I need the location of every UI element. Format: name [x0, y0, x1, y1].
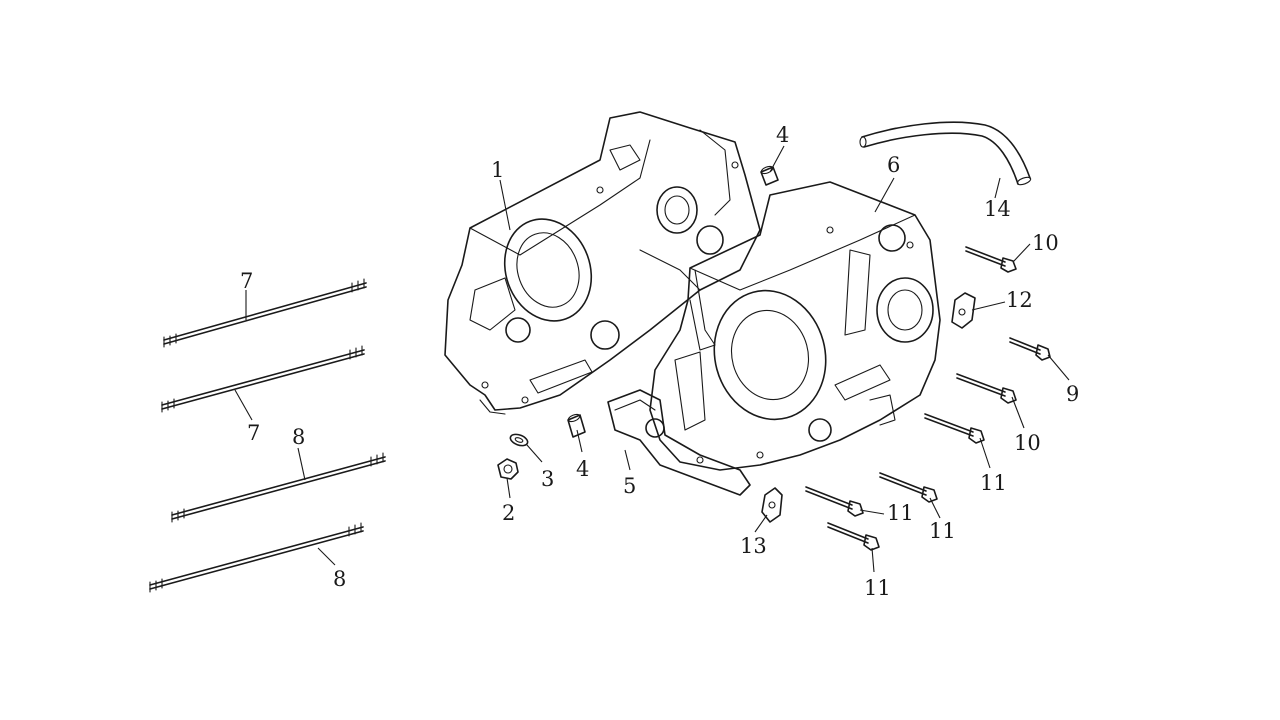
- callout-7-upper: 7: [240, 269, 253, 293]
- left-crankcase-half: [444, 111, 761, 415]
- callout-11-b: 11: [929, 519, 956, 543]
- bracket-12: [951, 292, 976, 329]
- callout-labels: 1 4 6 14 10 12 9 10 11 11 11 11 13 5 4 3…: [240, 123, 1079, 600]
- callout-11-c: 11: [887, 501, 914, 525]
- bolt-11-a: [924, 413, 985, 444]
- stud-8-upper: [171, 452, 386, 523]
- callout-2: 2: [502, 501, 515, 525]
- callout-4-lower: 4: [576, 457, 589, 481]
- callout-6: 6: [887, 153, 900, 177]
- callout-13: 13: [740, 534, 767, 558]
- callout-14: 14: [984, 197, 1011, 221]
- callout-8-lower: 8: [333, 567, 346, 591]
- leader-lines: [234, 145, 1070, 573]
- callout-3: 3: [541, 467, 554, 491]
- callout-11-d: 11: [864, 576, 891, 600]
- callout-4-upper: 4: [776, 123, 789, 147]
- stud-8-lower: [149, 522, 364, 593]
- callout-5: 5: [623, 474, 636, 498]
- callout-10-lower: 10: [1014, 431, 1041, 455]
- callout-10-upper: 10: [1032, 231, 1059, 255]
- callout-11-a: 11: [980, 471, 1007, 495]
- clip-13: [761, 487, 783, 523]
- stud-7-upper: [163, 278, 367, 348]
- stud-7-lower: [161, 345, 365, 413]
- callout-7-lower: 7: [247, 421, 260, 445]
- gasket: [607, 389, 751, 496]
- bolt-9: [1009, 337, 1051, 361]
- washer: [509, 433, 529, 447]
- bolt-10-lower: [956, 373, 1017, 404]
- callout-9: 9: [1066, 382, 1079, 406]
- callout-8-upper: 8: [292, 425, 305, 449]
- bolt-11-d: [827, 522, 880, 551]
- breather-hose: [859, 121, 1032, 186]
- bolt-11-b: [879, 472, 938, 503]
- callout-12: 12: [1006, 288, 1033, 312]
- callout-1: 1: [491, 158, 504, 182]
- drain-plug: [497, 458, 519, 480]
- bolt-10-upper: [965, 246, 1017, 273]
- bolt-11-c: [805, 486, 864, 517]
- dowel-pin-upper: [760, 165, 779, 186]
- right-crankcase-half: [645, 181, 941, 471]
- dowel-pin-lower: [567, 413, 586, 438]
